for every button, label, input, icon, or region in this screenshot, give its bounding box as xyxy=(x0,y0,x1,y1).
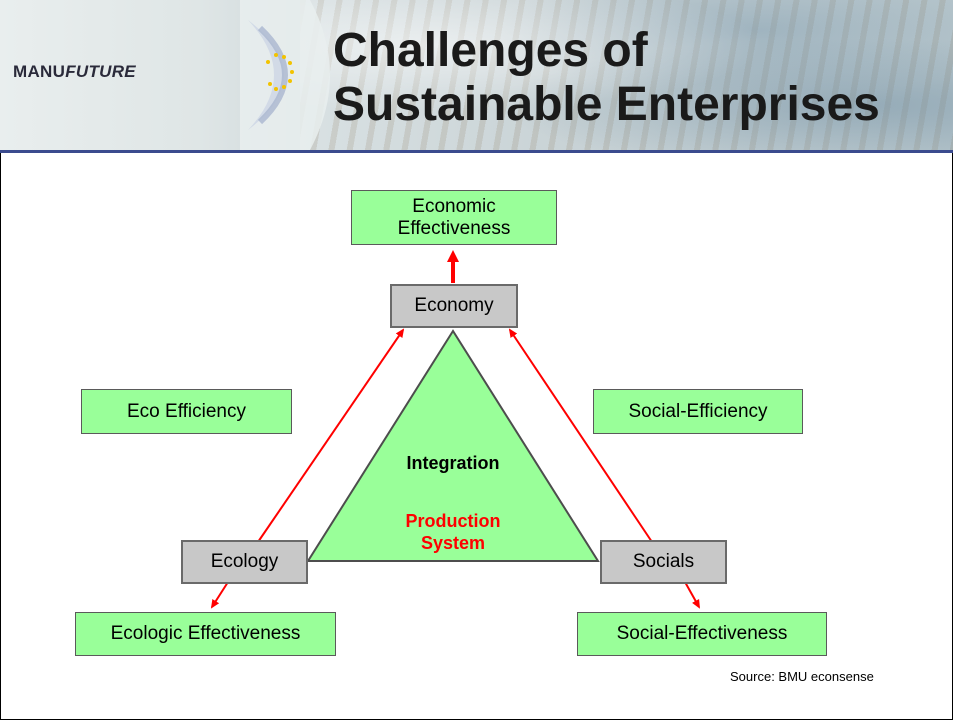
economy-box: Economy xyxy=(390,284,518,328)
arrow-socials-to-social-effectiveness xyxy=(684,581,700,609)
eco-efficiency-label: Eco Efficiency xyxy=(127,400,246,422)
title-line-1: Challenges of xyxy=(333,24,648,77)
source-note: Source: BMU econsense xyxy=(730,669,874,684)
manufuture-logo: MANUFUTURE xyxy=(13,62,136,82)
header-photo-background xyxy=(300,0,953,150)
slide-title: Challenges of Sustainable Enterprises xyxy=(333,24,880,132)
ecology-box: Ecology xyxy=(181,540,308,584)
slide-header: MANUFUTURE Challenges of Sustainable Ent… xyxy=(0,0,953,153)
logo-text-b: FUTURE xyxy=(65,62,136,81)
production-line-1: Production xyxy=(405,511,501,531)
social-efficiency-box: Social-Efficiency xyxy=(593,389,803,434)
title-line-2: Sustainable Enterprises xyxy=(333,78,880,131)
eu-stars-icon xyxy=(266,53,294,91)
socials-label: Socials xyxy=(632,551,695,572)
economy-label: Economy xyxy=(414,295,494,316)
ecologic-effectiveness-box: Ecologic Effectiveness xyxy=(75,612,336,656)
ecologic-effectiveness-label: Ecologic Effectiveness xyxy=(110,623,301,644)
arrow-ecology-to-economy xyxy=(257,328,405,543)
logo-text-a: MANU xyxy=(13,62,66,81)
social-efficiency-label: Social-Efficiency xyxy=(628,400,768,422)
eu-swirl-logo xyxy=(240,0,330,150)
header-rule xyxy=(0,150,953,153)
arrow-ecology-to-ecologic-effectiveness xyxy=(210,581,229,609)
economic-effectiveness-box: Economic Effectiveness xyxy=(351,190,557,245)
integration-triangle xyxy=(306,329,600,562)
integration-label: Integration xyxy=(406,453,500,473)
production-system-label: Production System xyxy=(368,510,538,554)
arrow-socials-to-economy xyxy=(508,328,653,543)
ecology-label: Ecology xyxy=(210,551,279,572)
social-effectiveness-box: Social-Effectiveness xyxy=(577,612,827,656)
eco-efficiency-box: Eco Efficiency xyxy=(81,389,292,434)
social-effectiveness-label: Social-Effectiveness xyxy=(616,623,788,644)
economic-effectiveness-line-2: Effectiveness xyxy=(397,217,511,239)
production-line-2: System xyxy=(420,533,486,553)
economic-effectiveness-line-1: Economic xyxy=(412,195,496,217)
socials-box: Socials xyxy=(600,540,727,584)
